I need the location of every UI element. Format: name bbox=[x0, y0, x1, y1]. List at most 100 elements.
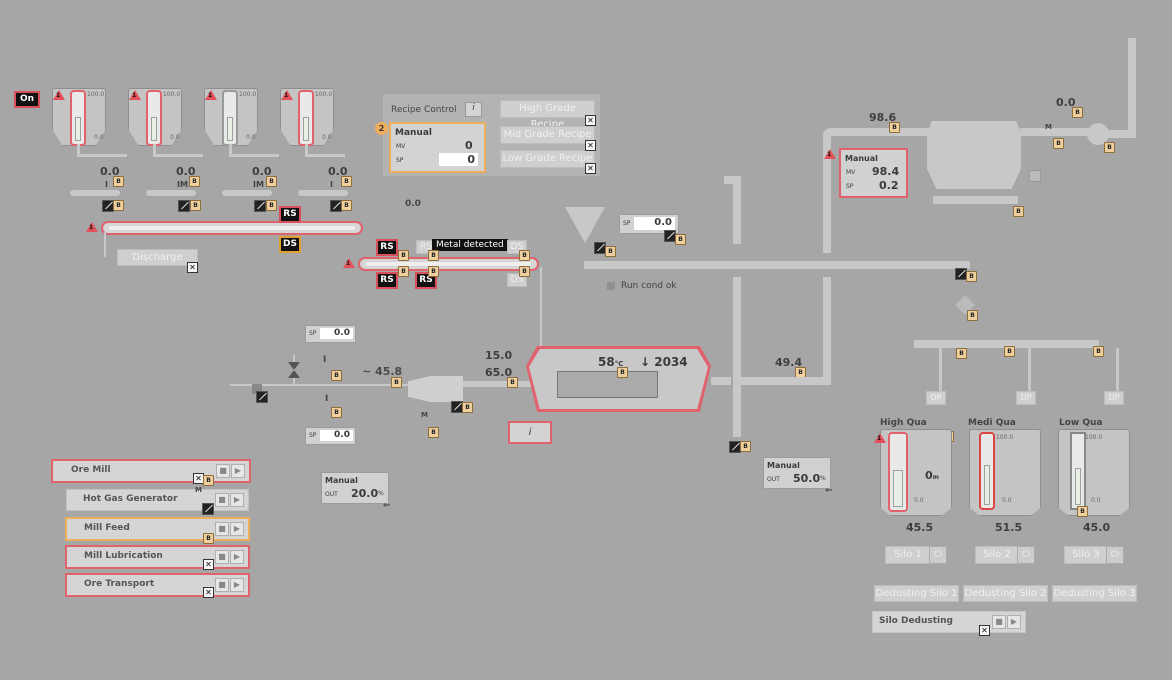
arrow-left-icon[interactable]: ⇐ bbox=[825, 486, 833, 496]
stop-button[interactable]: ■ bbox=[215, 550, 229, 564]
close-icon[interactable]: ✕ bbox=[979, 625, 990, 636]
mid-grade-recipe-button[interactable]: Mid Grade Recipe bbox=[500, 126, 595, 144]
alarm-icon[interactable]: 1 bbox=[129, 90, 141, 100]
block-badge[interactable]: B bbox=[428, 266, 439, 277]
hot-gas-sp-bottom[interactable]: SP 0.0 bbox=[305, 427, 356, 445]
mode-toggle-icon[interactable] bbox=[256, 391, 268, 403]
conveyor-rs-indicator[interactable]: RS bbox=[279, 206, 301, 223]
play-button[interactable]: ▶ bbox=[230, 493, 244, 507]
filter-status-icon[interactable] bbox=[1029, 170, 1041, 182]
metal-detector-conveyor[interactable] bbox=[358, 257, 539, 271]
mill-feed-sequence[interactable]: Mill Feed ■ ▶ bbox=[65, 517, 250, 541]
discharge-button[interactable]: Discharge bbox=[117, 249, 198, 266]
silo3-button[interactable]: Silo 3 bbox=[1064, 546, 1108, 564]
block-badge[interactable]: B bbox=[398, 250, 409, 261]
alarm-icon[interactable]: 1 bbox=[824, 149, 836, 159]
silo1-button[interactable]: Silo 1 bbox=[885, 546, 931, 564]
dedusting-silo2-button[interactable]: Dedusting Silo 2 bbox=[963, 585, 1048, 602]
block-badge[interactable]: B bbox=[203, 475, 214, 486]
hot-gas-generator-sequence[interactable]: Hot Gas Generator ■ ▶ bbox=[66, 489, 249, 511]
plant-on-indicator[interactable]: On bbox=[14, 91, 40, 108]
stop-button[interactable]: ■ bbox=[215, 493, 229, 507]
block-badge[interactable]: B bbox=[675, 234, 686, 245]
damper-icon[interactable] bbox=[252, 384, 262, 394]
stop-button[interactable]: ■ bbox=[216, 464, 230, 478]
close-icon[interactable]: ✕ bbox=[585, 163, 596, 174]
play-button[interactable]: ▶ bbox=[1007, 615, 1021, 629]
play-button[interactable]: ▶ bbox=[230, 550, 244, 564]
exhaust-fan[interactable] bbox=[1087, 123, 1109, 145]
feeder-1[interactable] bbox=[70, 190, 120, 196]
mode-toggle-icon[interactable] bbox=[178, 200, 190, 212]
silo2-dp-indicator[interactable]: DP bbox=[1016, 391, 1036, 405]
block-badge[interactable]: B bbox=[1004, 346, 1015, 357]
block-badge[interactable]: B bbox=[519, 250, 530, 261]
close-icon[interactable]: ✕ bbox=[585, 140, 596, 151]
recipe-controller-faceplate[interactable]: Manual MV 0 SP 0 bbox=[389, 122, 486, 173]
dedusting-silo1-button[interactable]: Dedusting Silo 1 bbox=[874, 585, 959, 602]
bag-filter[interactable] bbox=[927, 121, 1021, 189]
close-icon[interactable]: ✕ bbox=[203, 587, 214, 598]
block-badge[interactable]: B bbox=[1072, 107, 1083, 118]
block-badge[interactable]: B bbox=[519, 266, 530, 277]
info-icon[interactable]: i bbox=[465, 102, 482, 117]
collecting-conveyor[interactable] bbox=[101, 221, 363, 235]
md-rs-indicator-1[interactable]: RS bbox=[376, 239, 398, 256]
alarm-icon[interactable]: 1 bbox=[53, 90, 65, 100]
alarm-icon[interactable]: 1 bbox=[281, 90, 293, 100]
block-badge[interactable]: B bbox=[605, 246, 616, 257]
block-badge[interactable]: B bbox=[1104, 142, 1115, 153]
priority-badge[interactable]: 2 bbox=[375, 122, 388, 135]
play-button[interactable]: ▶ bbox=[230, 522, 244, 536]
close-icon[interactable]: ✕ bbox=[203, 559, 214, 570]
recipe-sp-input[interactable]: 0 bbox=[439, 153, 478, 166]
block-badge[interactable]: B bbox=[956, 348, 967, 359]
block-badge[interactable]: B bbox=[428, 427, 439, 438]
hopper-setpoint-faceplate[interactable]: SP 0.0 bbox=[619, 214, 679, 234]
block-badge[interactable]: B bbox=[617, 367, 628, 378]
power-icon[interactable]: ⏻ bbox=[1106, 546, 1124, 564]
block-badge[interactable]: B bbox=[1077, 506, 1088, 517]
alarm-icon[interactable]: 1 bbox=[86, 222, 98, 232]
block-badge[interactable]: B bbox=[331, 370, 342, 381]
mode-toggle-icon[interactable] bbox=[254, 200, 266, 212]
block-badge[interactable]: B bbox=[331, 407, 342, 418]
silo2-button[interactable]: Silo 2 bbox=[975, 546, 1019, 564]
power-icon[interactable]: ⏻ bbox=[1017, 546, 1035, 564]
block-badge[interactable]: B bbox=[266, 200, 277, 211]
stop-button[interactable]: ■ bbox=[215, 522, 229, 536]
block-badge[interactable]: B bbox=[391, 377, 402, 388]
block-badge[interactable]: B bbox=[398, 266, 409, 277]
hot-gas-output-faceplate[interactable]: Manual OUT 20.0 % bbox=[321, 472, 389, 504]
block-badge[interactable]: B bbox=[113, 176, 124, 187]
low-grade-recipe-button[interactable]: Low Grade Recipe bbox=[500, 150, 595, 168]
mill-lubrication-sequence[interactable]: Mill Lubrication ■ ▶ bbox=[65, 545, 250, 569]
block-badge[interactable]: B bbox=[266, 176, 277, 187]
dedusting-silo3-button[interactable]: Dedusting Silo 3 bbox=[1052, 585, 1137, 602]
conveyor-ds-indicator[interactable]: DS bbox=[279, 236, 301, 253]
block-badge[interactable]: B bbox=[341, 200, 352, 211]
close-icon[interactable]: ✕ bbox=[187, 262, 198, 273]
block-badge[interactable]: B bbox=[189, 176, 200, 187]
play-button[interactable]: ▶ bbox=[231, 464, 245, 478]
filter-pressure-faceplate[interactable]: Manual MV 98.4 SP 0.2 bbox=[839, 148, 908, 198]
play-button[interactable]: ▶ bbox=[230, 578, 244, 592]
silo3-dp-indicator[interactable]: DP bbox=[1104, 391, 1124, 405]
silo-dedusting-sequence[interactable]: Silo Dedusting ■ ▶ bbox=[872, 611, 1026, 633]
stop-button[interactable]: ■ bbox=[992, 615, 1006, 629]
block-badge[interactable]: B bbox=[190, 200, 201, 211]
alarm-icon[interactable]: 1 bbox=[343, 258, 355, 268]
block-badge[interactable]: B bbox=[507, 377, 518, 388]
high-grade-recipe-button[interactable]: High Grade Recipe bbox=[500, 100, 595, 130]
block-badge[interactable]: B bbox=[1053, 138, 1064, 149]
ore-transport-sequence[interactable]: Ore Transport ■ ▶ bbox=[65, 573, 250, 597]
block-badge[interactable]: B bbox=[203, 533, 214, 544]
mill-info-button[interactable]: i bbox=[508, 421, 552, 444]
block-badge[interactable]: B bbox=[889, 122, 900, 133]
feeder-4[interactable] bbox=[298, 190, 348, 196]
close-icon[interactable]: ✕ bbox=[585, 115, 596, 126]
feeder-2[interactable] bbox=[146, 190, 196, 196]
block-badge[interactable]: B bbox=[1093, 346, 1104, 357]
alarm-icon[interactable]: 1 bbox=[205, 90, 217, 100]
silo1-dp-indicator[interactable]: DP bbox=[926, 391, 946, 405]
